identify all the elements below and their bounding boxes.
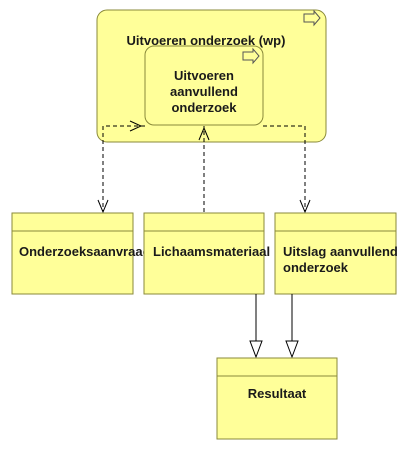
- object-onderzoeksaanvraag[interactable]: Onderzoeksaanvraag: [11, 212, 151, 295]
- object-resultaat-label: Resultaat: [248, 386, 307, 401]
- object-lichaamsmateriaal-label: Lichaamsmateriaal: [153, 244, 270, 259]
- process-title: Uitvoeren onderzoek (wp): [127, 33, 286, 48]
- connector-subprocess-onderzoeksaanvraag: [97, 120, 145, 214]
- object-uitslag-aanvullend-onderzoek[interactable]: Uitslag aanvullend onderzoek: [274, 212, 398, 295]
- connector-lichaamsmateriaal-resultaat: [249, 294, 263, 359]
- object-lichaamsmateriaal[interactable]: Lichaamsmateriaal: [143, 212, 270, 295]
- subprocess-line-3: onderzoek: [171, 100, 237, 115]
- object-resultaat[interactable]: Resultaat: [216, 357, 338, 440]
- object-uitslag-label-line-1: Uitslag aanvullend: [283, 244, 398, 259]
- object-uitslag-label-line-2: onderzoek: [283, 260, 349, 275]
- subprocess-line-2: aanvullend: [170, 84, 238, 99]
- subprocess-line-1: Uitvoeren: [174, 68, 234, 83]
- connector-uitslag-resultaat: [285, 294, 299, 359]
- connector-subprocess-uitslag: [263, 125, 311, 214]
- subprocess-uitvoeren-aanvullend-onderzoek[interactable]: Uitvoeren aanvullend onderzoek: [144, 45, 264, 126]
- process-arrow-icon: [303, 9, 321, 27]
- subprocess-box[interactable]: [144, 45, 264, 126]
- connector-lichaamsmateriaal-subprocess: [198, 126, 210, 212]
- process-arrow-icon: [242, 47, 260, 65]
- object-onderzoeksaanvraag-label: Onderzoeksaanvraag: [19, 244, 151, 259]
